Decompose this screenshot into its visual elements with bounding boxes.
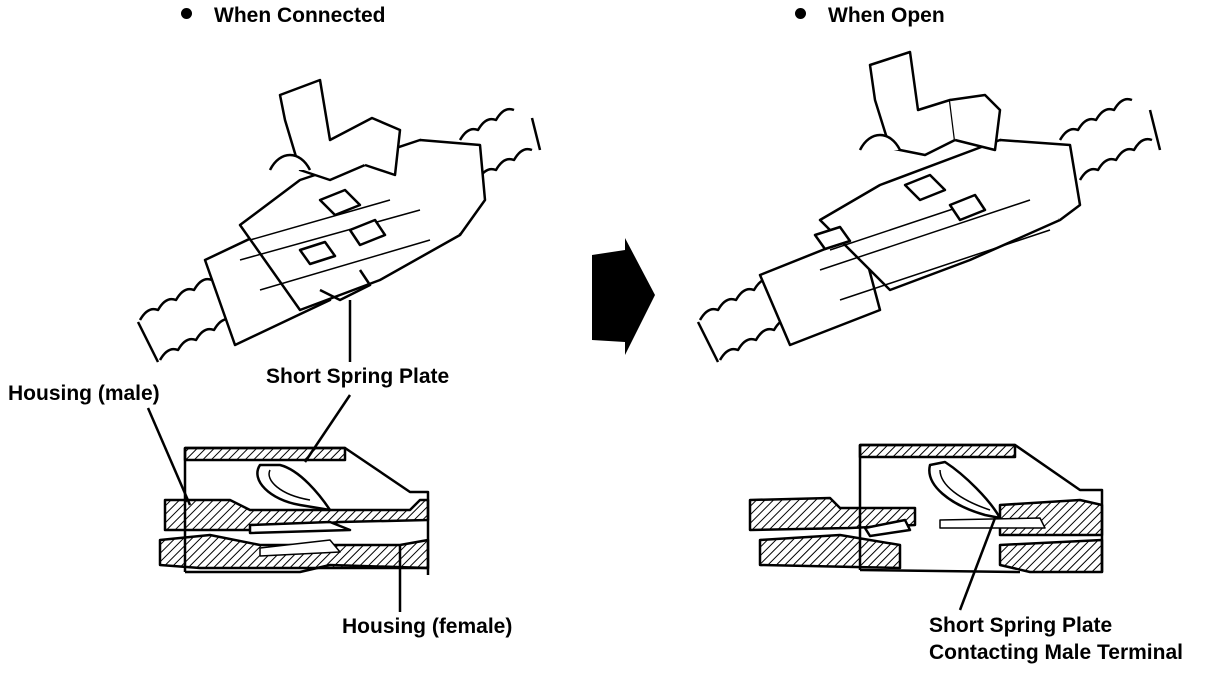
bullet-icon [181, 8, 192, 19]
cross-section-open [748, 443, 1104, 574]
leader-housing-male [146, 407, 192, 506]
header-when-open-text: When Open [828, 4, 945, 27]
cross-section-connected [158, 446, 430, 575]
header-when-connected-text: When Connected [214, 4, 386, 27]
label-housing-female: Housing (female) [342, 615, 513, 638]
header-when-open: When Open [795, 4, 945, 28]
transition-arrow-icon [592, 238, 655, 355]
connector-3d-open [696, 50, 1162, 363]
bullet-icon [795, 8, 806, 19]
label-housing-male: Housing (male) [8, 382, 160, 405]
corrugated-tube-right [458, 107, 542, 181]
label-contact-line1: Short Spring Plate [929, 614, 1113, 637]
connector-3d-connected [136, 78, 542, 363]
leader-short-spring-plate [303, 394, 352, 463]
label-contact-line2: Contacting Male Terminal [929, 641, 1183, 664]
corrugated-tube-right-open [1058, 97, 1162, 181]
header-when-connected: When Connected [181, 4, 386, 28]
label-short-spring-plate: Short Spring Plate [266, 365, 450, 388]
leader-contact [958, 517, 997, 611]
